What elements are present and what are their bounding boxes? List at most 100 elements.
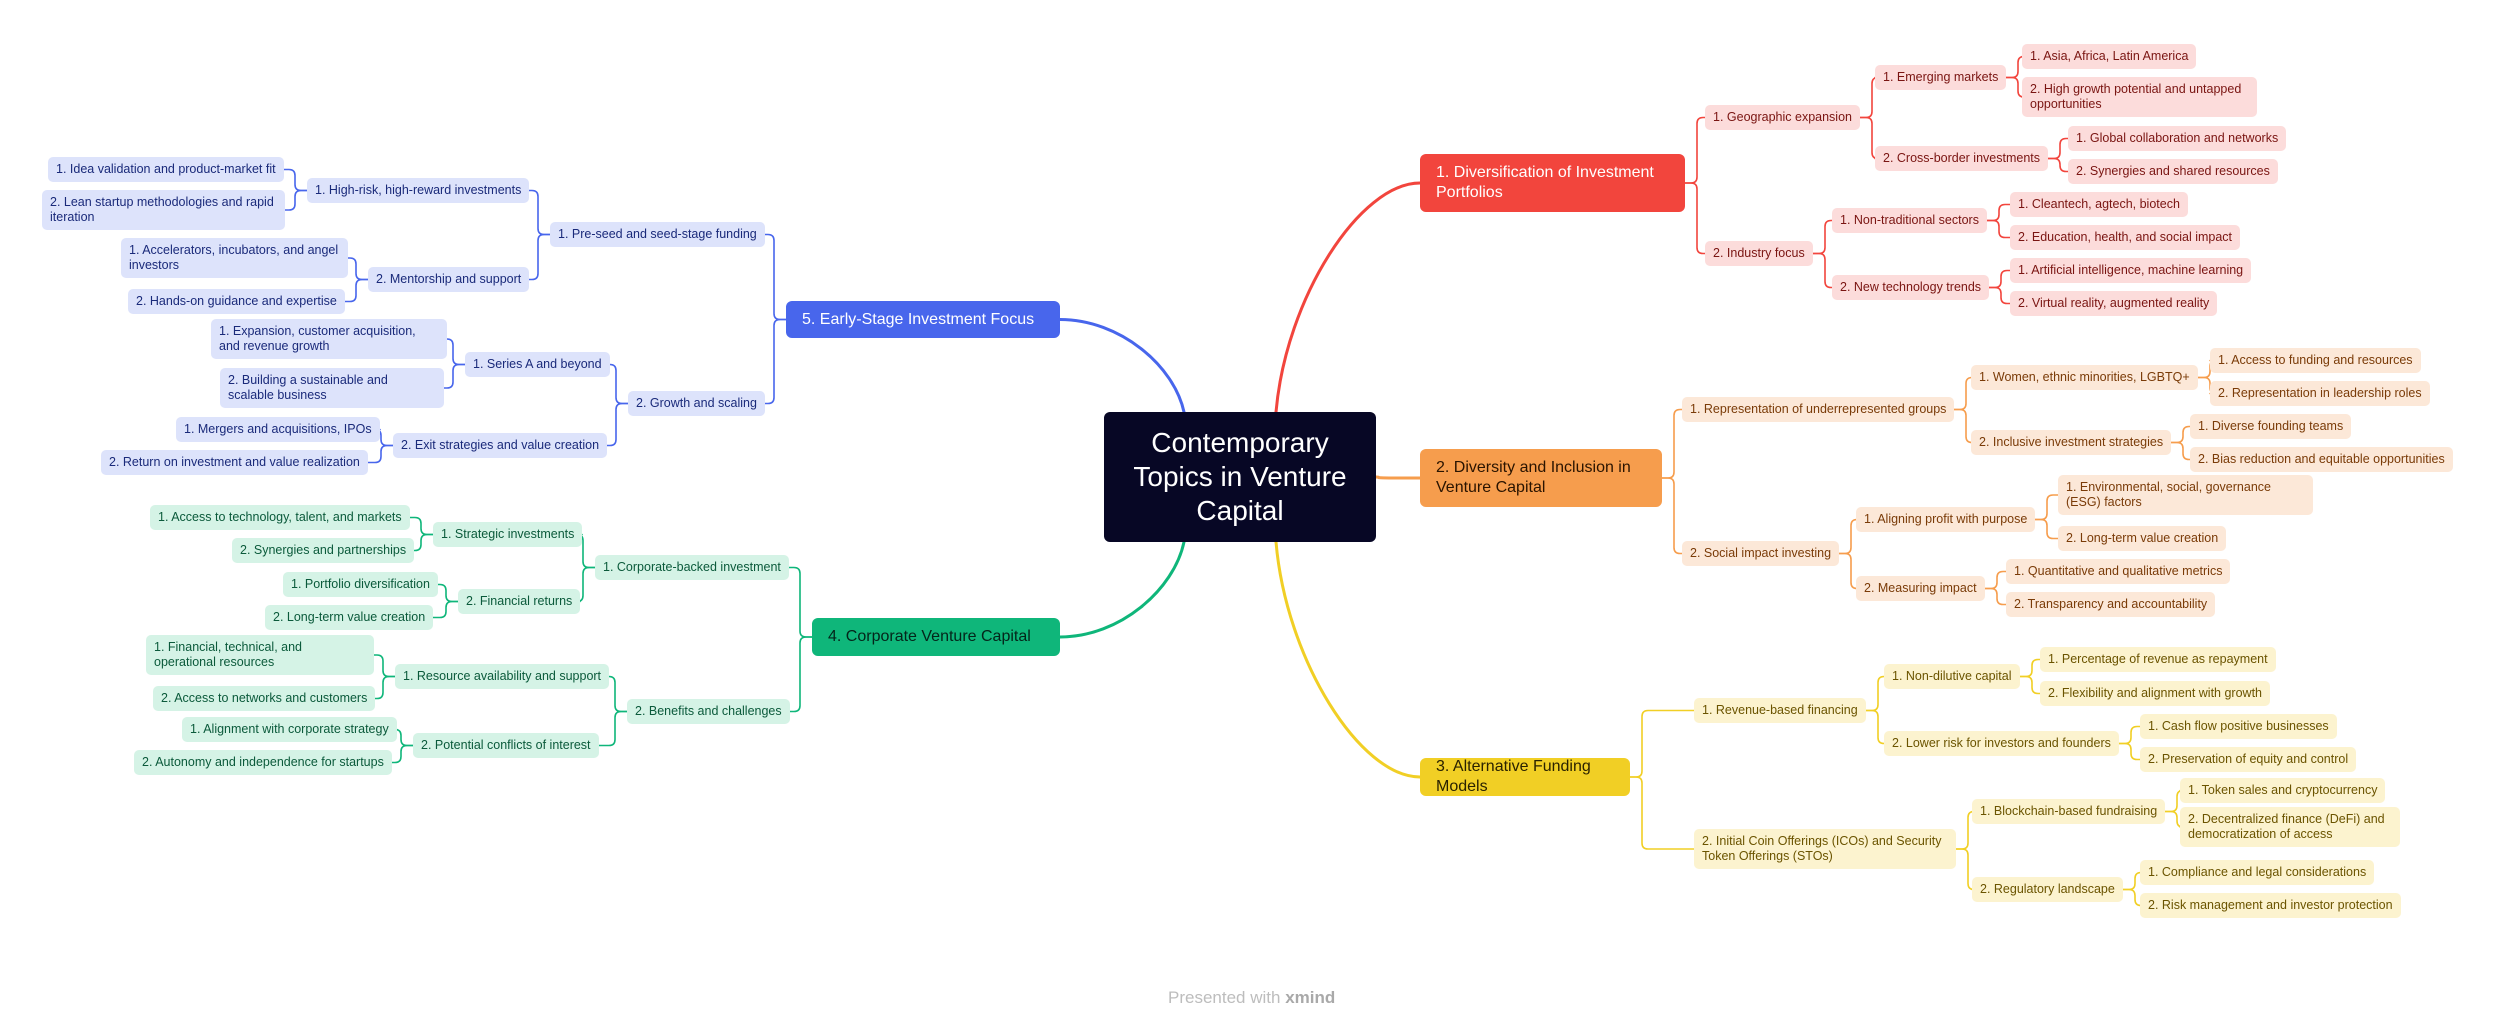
topic-pre-seed-connector — [764, 233, 787, 321]
topic-women-minorities[interactable]: 1. Women, ethnic minorities, LGBTQ+ — [1971, 365, 2198, 390]
topic-corporate-backed[interactable]: 1. Corporate-backed investment — [595, 555, 789, 580]
topic-token-sales[interactable]: 1. Token sales and cryptocurrency — [2180, 778, 2386, 803]
topic-leadership-roles[interactable]: 2. Representation in leadership roles — [2210, 381, 2430, 406]
main-topic-diversification[interactable]: 1. Diversification of Investment Portfol… — [1420, 154, 1685, 212]
topic-exit-strategies[interactable]: 2. Exit strategies and value creation — [393, 433, 608, 458]
topic-underrepresented-groups[interactable]: 1. Representation of underrepresented gr… — [1682, 397, 1955, 422]
topic-measuring-impact[interactable]: 2. Measuring impact — [1856, 576, 1985, 601]
topic-portfolio-diversification[interactable]: 1. Portfolio diversification — [283, 572, 438, 597]
topic-emerging-markets[interactable]: 1. Emerging markets — [1875, 65, 2007, 90]
topic-access-tech-talent[interactable]: 1. Access to technology, talent, and mar… — [150, 505, 410, 530]
main-topic-early-stage[interactable]: 5. Early-Stage Investment Focus — [786, 301, 1060, 338]
topic-high-risk-reward-connector — [528, 189, 551, 236]
topic-quant-qual-metrics[interactable]: 1. Quantitative and qualitative metrics — [2006, 559, 2231, 584]
topic-industry-focus[interactable]: 2. Industry focus — [1705, 241, 1813, 266]
presented-with-footer: Presented with xmind — [1168, 988, 1335, 1008]
topic-transparency-connector — [1984, 587, 2007, 606]
topic-sustainable-business-connector — [443, 363, 466, 389]
topic-cleantech[interactable]: 1. Cleantech, agtech, biotech — [2010, 192, 2188, 217]
topic-measuring-impact-connector — [1838, 552, 1858, 590]
topic-education-health[interactable]: 2. Education, health, and social impact — [2010, 225, 2241, 250]
topic-hands-on-guidance[interactable]: 2. Hands-on guidance and expertise — [128, 289, 345, 314]
topic-return-on-investment-connector — [367, 444, 394, 464]
topic-alignment-corporate[interactable]: 1. Alignment with corporate strategy — [182, 717, 397, 742]
topic-cross-border[interactable]: 2. Cross-border investments — [1875, 146, 2049, 171]
topic-sustainable-business[interactable]: 2. Building a sustainable and scalable b… — [220, 368, 444, 408]
central-topic[interactable]: Contemporary Topics in Venture Capital — [1104, 412, 1376, 542]
topic-synergies-partnerships-connector — [413, 533, 434, 552]
topic-high-growth-potential[interactable]: 2. High growth potential and untapped op… — [2022, 77, 2257, 117]
topic-bias-reduction[interactable]: 2. Bias reduction and equitable opportun… — [2190, 447, 2453, 472]
topic-accelerators[interactable]: 1. Accelerators, incubators, and angel i… — [121, 238, 348, 278]
topic-preservation-equity[interactable]: 2. Preservation of equity and control — [2140, 747, 2357, 772]
topic-esg[interactable]: 1. Environmental, social, governance (ES… — [2058, 475, 2313, 515]
topic-risk-management-connector — [2122, 888, 2142, 907]
topic-quant-qual-metrics-connector — [1984, 570, 2007, 590]
topic-flexibility-growth-connector — [2019, 675, 2041, 695]
topic-autonomy-independence[interactable]: 2. Autonomy and independence for startup… — [134, 750, 392, 775]
topic-asia-africa-latam[interactable]: 1. Asia, Africa, Latin America — [2022, 44, 2197, 69]
topic-percentage-revenue[interactable]: 1. Percentage of revenue as repayment — [2040, 647, 2276, 672]
topic-access-tech-talent-connector — [409, 516, 434, 536]
topic-growth-scaling[interactable]: 2. Growth and scaling — [628, 391, 765, 416]
topic-long-term-value-cvc[interactable]: 2. Long-term value creation — [265, 605, 434, 630]
topic-geographic-expansion[interactable]: 1. Geographic expansion — [1705, 105, 1860, 130]
topic-financial-technical[interactable]: 1. Financial, technical, and operational… — [146, 635, 374, 675]
topic-cleantech-connector — [1986, 203, 2011, 222]
topic-transparency[interactable]: 2. Transparency and accountability — [2006, 592, 2216, 617]
topic-access-funding[interactable]: 1. Access to funding and resources — [2210, 348, 2421, 373]
topic-idea-validation[interactable]: 1. Idea validation and product-market fi… — [48, 157, 284, 182]
topic-lean-startup[interactable]: 2. Lean startup methodologies and rapid … — [42, 190, 285, 230]
topic-long-term-value[interactable]: 2. Long-term value creation — [2058, 526, 2227, 551]
topic-hands-on-guidance-connector — [344, 278, 369, 303]
topic-series-a[interactable]: 1. Series A and beyond — [465, 352, 610, 377]
main-topic-corporate-vc[interactable]: 4. Corporate Venture Capital — [812, 618, 1060, 656]
topic-return-on-investment[interactable]: 2. Return on investment and value realiz… — [101, 450, 368, 475]
topic-flexibility-growth[interactable]: 2. Flexibility and alignment with growth — [2040, 681, 2270, 706]
topic-exit-strategies-connector — [606, 402, 629, 447]
topic-ico-sto[interactable]: 2. Initial Coin Offerings (ICOs) and Sec… — [1694, 829, 1956, 869]
topic-portfolio-diversification-connector — [437, 583, 459, 603]
topic-bias-reduction-connector — [2170, 441, 2191, 461]
topic-defi[interactable]: 2. Decentralized finance (DeFi) and demo… — [2180, 807, 2400, 847]
topic-access-networks[interactable]: 2. Access to networks and customers — [153, 686, 376, 711]
topic-blockchain-fundraising[interactable]: 1. Blockchain-based fundraising — [1972, 799, 2166, 824]
topic-non-traditional-sectors[interactable]: 1. Non-traditional sectors — [1832, 208, 1987, 233]
topic-new-tech-trends[interactable]: 2. New technology trends — [1832, 275, 1990, 300]
topic-synergies-partnerships[interactable]: 2. Synergies and partnerships — [232, 538, 415, 563]
topic-strategic-investments[interactable]: 1. Strategic investments — [433, 522, 583, 547]
main-topic-alternative-funding[interactable]: 3. Alternative Funding Models — [1420, 758, 1630, 796]
topic-idea-validation-connector — [283, 168, 308, 192]
topic-aligning-profit[interactable]: 1. Aligning profit with purpose — [1856, 507, 2036, 532]
topic-pre-seed[interactable]: 1. Pre-seed and seed-stage funding — [550, 222, 765, 247]
topic-potential-conflicts[interactable]: 2. Potential conflicts of interest — [413, 733, 599, 758]
topic-non-traditional-sectors-connector — [1812, 219, 1833, 255]
topic-non-dilutive[interactable]: 1. Non-dilutive capital — [1884, 664, 2020, 689]
topic-financial-returns[interactable]: 2. Financial returns — [458, 589, 581, 614]
topic-high-risk-reward[interactable]: 1. High-risk, high-reward investments — [307, 178, 530, 203]
topic-benefits-challenges[interactable]: 2. Benefits and challenges — [627, 699, 790, 724]
topic-social-impact[interactable]: 2. Social impact investing — [1682, 541, 1840, 566]
topic-lean-startup-connector — [284, 189, 308, 211]
topic-inclusive-strategies[interactable]: 2. Inclusive investment strategies — [1971, 430, 2172, 455]
topic-diverse-founding[interactable]: 1. Diverse founding teams — [2190, 414, 2352, 439]
topic-risk-management[interactable]: 2. Risk management and investor protecti… — [2140, 893, 2401, 918]
topic-regulatory-landscape[interactable]: 2. Regulatory landscape — [1972, 877, 2123, 902]
topic-lower-risk-connector — [1865, 709, 1885, 745]
topic-cash-flow-positive[interactable]: 1. Cash flow positive businesses — [2140, 714, 2337, 739]
topic-ai-ml-connector — [1988, 269, 2011, 289]
topic-education-health-connector — [1986, 219, 2011, 239]
topic-ai-ml[interactable]: 1. Artificial intelligence, machine lear… — [2010, 258, 2252, 283]
topic-vr-ar[interactable]: 2. Virtual reality, augmented reality — [2010, 291, 2218, 316]
topic-resource-availability[interactable]: 1. Resource availability and support — [395, 664, 610, 689]
topic-global-collaboration[interactable]: 1. Global collaboration and networks — [2068, 126, 2287, 151]
topic-mergers-ipos[interactable]: 1. Mergers and acquisitions, IPOs — [176, 417, 380, 442]
topic-mentorship-support[interactable]: 2. Mentorship and support — [368, 267, 530, 292]
topic-expansion-customer[interactable]: 1. Expansion, customer acquisition, and … — [211, 319, 447, 359]
topic-compliance-legal[interactable]: 1. Compliance and legal considerations — [2140, 860, 2375, 885]
topic-lower-risk[interactable]: 2. Lower risk for investors and founders — [1884, 731, 2119, 756]
main-topic-diversity-inclusion[interactable]: 2. Diversity and Inclusion in Venture Ca… — [1420, 449, 1662, 507]
topic-accelerators-connector — [347, 257, 369, 281]
topic-revenue-based-financing[interactable]: 1. Revenue-based financing — [1694, 698, 1866, 723]
topic-synergies-shared[interactable]: 2. Synergies and shared resources — [2068, 159, 2278, 184]
